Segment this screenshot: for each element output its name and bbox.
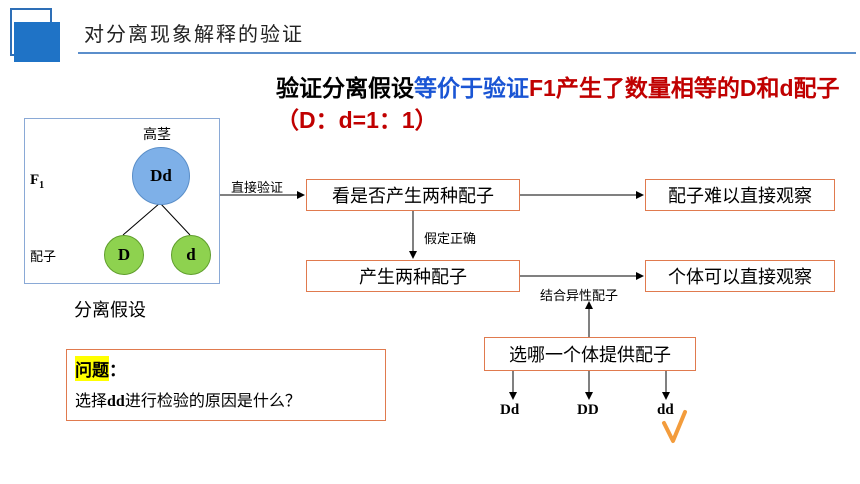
question-box: 问题： 选择dd进行检验的原因是什么？ bbox=[66, 349, 386, 421]
f1-diagram-frame bbox=[24, 118, 220, 284]
headline-red: F1产生了数量相等的D和d配子（D：d=1：1） bbox=[276, 75, 840, 133]
hypothesis-caption: 分离假设 bbox=[74, 300, 146, 321]
checkmark-icon bbox=[662, 410, 687, 443]
headline-black: 验证分离假设 bbox=[276, 75, 414, 101]
option-genotype: dd bbox=[657, 402, 674, 418]
check-two-gametes-box: 看是否产生两种配子 bbox=[306, 179, 520, 211]
logo-block bbox=[14, 22, 60, 62]
combine-gametes-label: 结合异性配子 bbox=[540, 289, 619, 304]
select-individual-box: 选哪一个体提供配子 bbox=[484, 337, 696, 371]
question-colon: ： bbox=[109, 361, 126, 381]
gamete-node-d: d bbox=[171, 235, 211, 275]
tree-line-right bbox=[159, 202, 191, 236]
stem-label: 高茎 bbox=[143, 127, 171, 143]
gamete-label: 配子 bbox=[30, 250, 57, 265]
headline: 验证分离假设等价于验证F1产生了数量相等的D和d配子（D：d=1：1） bbox=[276, 72, 846, 136]
option-genotype: Dd bbox=[500, 402, 520, 418]
header-divider bbox=[78, 52, 856, 54]
gamete-node-D: D bbox=[104, 235, 144, 275]
gamete-hard-observe-box: 配子难以直接观察 bbox=[645, 179, 835, 211]
produce-two-gametes-box: 产生两种配子 bbox=[306, 260, 520, 292]
slide-title: 对分离现象解释的验证 bbox=[84, 22, 304, 46]
option-genotype: DD bbox=[577, 402, 599, 418]
individual-observe-box: 个体可以直接观察 bbox=[645, 260, 835, 292]
question-title: 问题 bbox=[75, 356, 109, 381]
assume-correct-label: 假定正确 bbox=[424, 232, 477, 247]
f1-label: F1 bbox=[30, 172, 45, 191]
question-text: 选择dd进行检验的原因是什么？ bbox=[75, 391, 301, 410]
direct-verify-label: 直接验证 bbox=[231, 181, 284, 196]
tree-line-left bbox=[122, 202, 161, 236]
parent-node: Dd bbox=[132, 147, 190, 205]
headline-blue: 等价于验证 bbox=[414, 75, 529, 101]
